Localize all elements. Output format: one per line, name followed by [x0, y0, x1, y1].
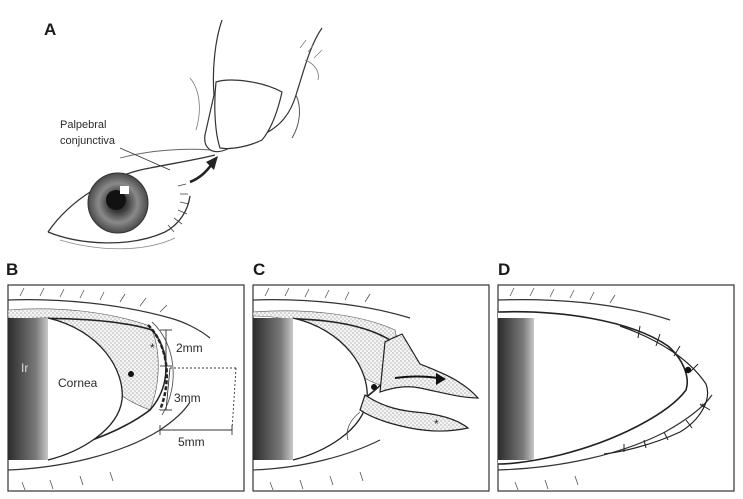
asterisk-d: *	[700, 401, 705, 415]
panel-a: Palpebral conjunctiva	[47, 19, 323, 250]
pull-arrow	[189, 163, 214, 184]
panel-letter-a: A	[44, 20, 57, 39]
panel-letter-c: C	[253, 260, 266, 279]
asterisk-c: *	[434, 417, 439, 431]
tissue-flap	[379, 333, 480, 399]
lower-flap	[359, 394, 470, 432]
cornea-label: Cornea	[58, 376, 98, 390]
panel-b: Ir Cornea * 2mm 3mm 5mm	[8, 287, 237, 491]
suture-line	[603, 325, 709, 455]
fingernail	[214, 79, 283, 150]
panel-letter-d: D	[498, 260, 511, 279]
dim-3mm: 3mm	[174, 391, 201, 405]
arrow-c	[394, 375, 439, 379]
panel-c: *	[253, 287, 480, 491]
finger-illustration	[204, 19, 323, 153]
asterisk-b: *	[150, 341, 155, 355]
marker-dot-d	[684, 366, 692, 374]
marker-dot	[128, 371, 134, 377]
dim-5mm: 5mm	[178, 435, 205, 449]
panel-d: *	[498, 287, 713, 491]
iris-shading	[8, 318, 48, 460]
palpebral-label-line2: conjunctiva	[60, 135, 116, 147]
dim-2mm: 2mm	[176, 341, 203, 355]
palpebral-label-line1: Palpebral	[60, 119, 106, 131]
panel-letter-b: B	[6, 260, 19, 279]
iris-label: Ir	[21, 361, 28, 375]
